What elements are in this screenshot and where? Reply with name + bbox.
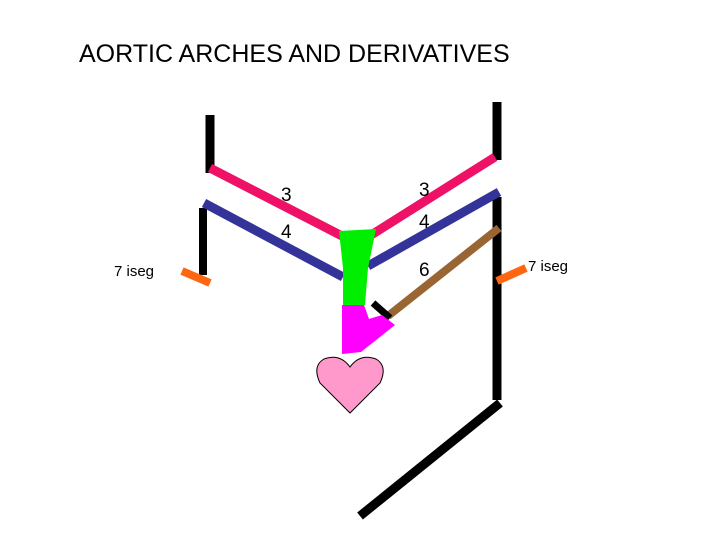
heart-icon — [316, 356, 384, 414]
page-title: AORTIC ARCHES AND DERIVATIVES — [79, 40, 510, 68]
left-7-iseg-artery — [180, 267, 212, 287]
right-arch-4 — [365, 188, 502, 270]
right-arch-3 — [365, 153, 498, 241]
label-arch-4-right: 4 — [419, 212, 430, 233]
label-arch-3-right: 3 — [419, 180, 430, 201]
bulbus-cordis — [342, 305, 395, 354]
label-7-iseg-left: 7 iseg — [114, 263, 154, 280]
label-7-iseg-right: 7 iseg — [528, 258, 568, 275]
right-arch-6 — [385, 224, 502, 320]
label-arch-6-right: 6 — [419, 260, 430, 281]
truncus-arteriosus — [339, 229, 376, 306]
ductus-stub — [370, 300, 393, 321]
left-arch-3 — [207, 163, 347, 242]
descending-aorta — [357, 399, 503, 520]
left-arch-4 — [201, 199, 346, 281]
label-arch-3-left: 3 — [281, 185, 292, 206]
label-arch-4-left: 4 — [281, 222, 292, 243]
right-7-iseg-artery — [495, 264, 528, 285]
